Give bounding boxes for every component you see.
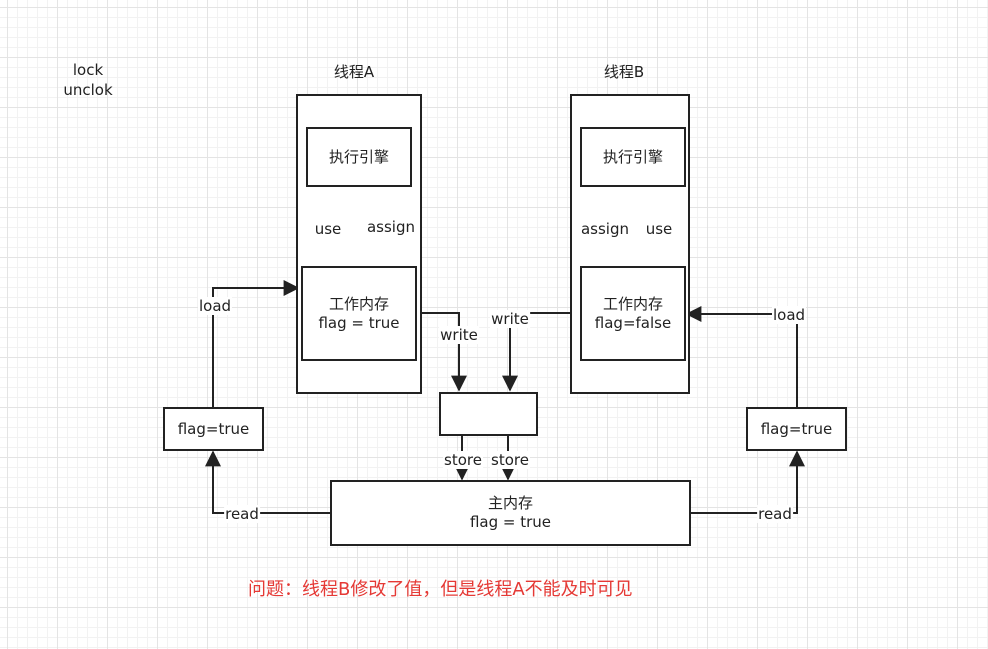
store-buffer-box xyxy=(439,392,538,436)
right-load-label: load xyxy=(771,306,807,324)
problem-statement: 问题：线程B修改了值，但是线程A不能及时可见 xyxy=(248,579,633,600)
thread-b-title: 线程B xyxy=(603,63,645,81)
left-load-label: load xyxy=(197,297,233,315)
left-read-label: read xyxy=(224,505,260,523)
note-unlock: unclok xyxy=(63,81,113,99)
note-lock: lock xyxy=(72,61,104,79)
thread-b-engine-label: 执行引擎 xyxy=(602,147,663,166)
thread-b-assign-label: assign xyxy=(579,220,631,238)
arrow-write-a xyxy=(418,312,467,392)
left-copy-box: flag=true xyxy=(163,407,264,451)
arrow-read-left xyxy=(205,450,330,514)
thread-a-title: 线程A xyxy=(333,63,375,81)
thread-a-work-memory: 工作内存 flag = true xyxy=(301,266,417,361)
thread-a-engine-label: 执行引擎 xyxy=(328,147,389,166)
arrow-load-right xyxy=(685,306,798,407)
thread-a-work-memory-title: 工作内存 xyxy=(328,294,389,313)
lock-notes: lock unclok xyxy=(56,60,120,100)
thread-b-engine: 执行引擎 xyxy=(580,127,686,187)
thread-a-engine: 执行引擎 xyxy=(306,127,412,187)
main-memory-title: 主内存 xyxy=(487,494,533,512)
main-memory-box: 主内存 flag = true xyxy=(330,480,691,546)
thread-a-use-label: use xyxy=(313,220,343,238)
write-a-label: write xyxy=(439,326,479,344)
thread-b-work-memory-title: 工作内存 xyxy=(602,294,663,313)
thread-a-assign-label: assign xyxy=(365,218,417,236)
main-memory-value: flag = true xyxy=(469,513,552,531)
right-copy-box: flag=true xyxy=(746,407,847,451)
store-b-label: store xyxy=(490,451,530,469)
arrow-read-right xyxy=(690,450,805,514)
thread-a-work-memory-value: flag = true xyxy=(318,313,400,332)
write-b-label: write xyxy=(490,310,530,328)
left-copy-value: flag=true xyxy=(177,419,250,438)
thread-b-work-memory: 工作内存 flag=false xyxy=(580,266,686,361)
thread-b-use-label: use xyxy=(644,220,674,238)
right-read-label: read xyxy=(757,505,793,523)
arrow-load-left xyxy=(212,280,300,407)
thread-b-work-memory-value: flag=false xyxy=(594,313,672,332)
right-copy-value: flag=true xyxy=(760,419,833,438)
store-a-label: store xyxy=(443,451,483,469)
